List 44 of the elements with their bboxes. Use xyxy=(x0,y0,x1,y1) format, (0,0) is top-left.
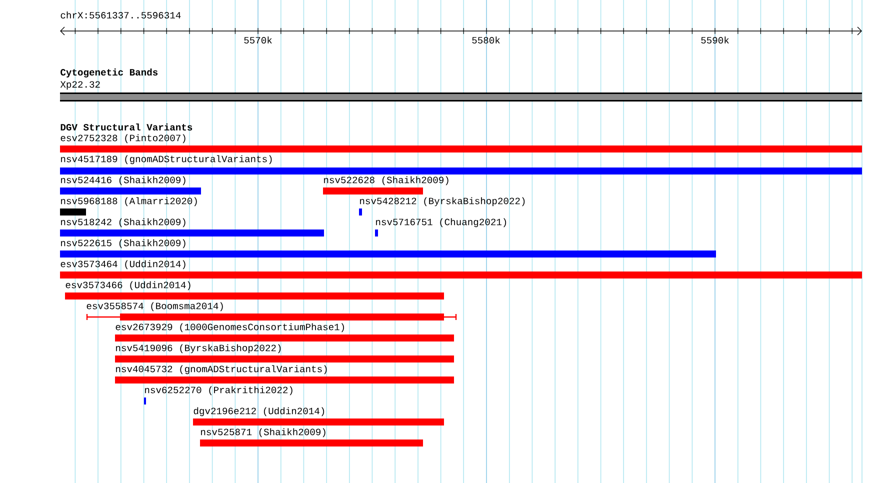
variant-feature: esv3573466 (Uddin2014) xyxy=(65,281,444,300)
node-label: esv2673929 (1000GenomesConsortiumPhase1) xyxy=(116,323,344,332)
node-label: esv2752328 (Pinto2007) xyxy=(60,134,186,144)
node-label: esv3573466 (Uddin2014) xyxy=(66,281,190,290)
node-label: Xp22.32 xyxy=(60,81,100,90)
variant-feature: esv2752328 (Pinto2007) xyxy=(60,134,862,152)
variant-feature: nsv5428212 (ByrskaBishop2022) xyxy=(359,197,525,216)
variant-feature: nsv5968188 (Almarri2020) xyxy=(60,197,197,216)
node-label: nsv4045732 (gnomADStructuralVariants) xyxy=(116,365,327,374)
node-label: esv3573464 (Uddin2014) xyxy=(60,260,186,270)
node-label: esv3558574 (Boomsma2014) xyxy=(86,302,223,312)
tick-label: 5590k xyxy=(701,36,729,44)
variant-feature: nsv4045732 (gnomADStructuralVariants) xyxy=(115,365,454,384)
variant-feature: esv3573464 (Uddin2014) xyxy=(60,260,862,278)
tick-label: 5570k xyxy=(244,36,272,44)
tick-label: 5580k xyxy=(472,36,500,44)
variant-feature: nsv6252270 (Prakrithi2022) xyxy=(144,386,292,404)
variant-feature: nsv525871 (Shaikh2009) xyxy=(200,428,423,446)
variant-feature: nsv522615 (Shaikh2009) xyxy=(60,239,716,258)
variant-feature: nsv4517189 (gnomADStructuralVariants) xyxy=(60,155,862,174)
node-label: nsv522615 (Shaikh2009) xyxy=(61,239,186,248)
node-label: nsv522628 (Shaikh2009) xyxy=(324,176,448,186)
node-label: nsv5428212 (ByrskaBishop2022) xyxy=(360,197,525,206)
node-label: nsv518242 (Shaikh2009) xyxy=(61,218,186,228)
track-heading: Cytogenetic Bands xyxy=(60,68,158,78)
node-label: dgv2196e212 (Uddin2014) xyxy=(194,407,324,416)
node-label: nsv524416 (Shaikh2009) xyxy=(61,176,186,186)
node-label: nsv6252270 (Prakrithi2022) xyxy=(145,386,292,396)
coordinate-label: chrX:5561337..5596314 xyxy=(60,11,181,19)
variant-feature: nsv5716751 (Chuang2021) xyxy=(375,218,506,236)
variant-feature: nsv522628 (Shaikh2009) xyxy=(323,176,448,194)
node-label: nsv4517189 (gnomADStructuralVariants) xyxy=(61,155,272,164)
cytoband-bar: Xp22.32 xyxy=(60,81,862,102)
variant-feature: esv2673929 (1000GenomesConsortiumPhase1) xyxy=(115,323,454,342)
node-label: nsv5419096 (ByrskaBishop2022) xyxy=(116,344,281,354)
node-label: nsv5716751 (Chuang2021) xyxy=(376,218,506,228)
track-heading: DGV Structural Variants xyxy=(60,123,192,131)
variant-feature: esv3558574 (Boomsma2014) xyxy=(86,302,457,320)
variant-feature: nsv524416 (Shaikh2009) xyxy=(60,176,201,194)
node-label: nsv525871 (Shaikh2009) xyxy=(201,428,326,438)
node-label: nsv5968188 (Almarri2020) xyxy=(61,197,197,206)
variant-feature: nsv5419096 (ByrskaBishop2022) xyxy=(115,344,454,362)
variant-feature: nsv518242 (Shaikh2009) xyxy=(60,218,324,236)
variant-feature: dgv2196e212 (Uddin2014) xyxy=(193,407,444,426)
